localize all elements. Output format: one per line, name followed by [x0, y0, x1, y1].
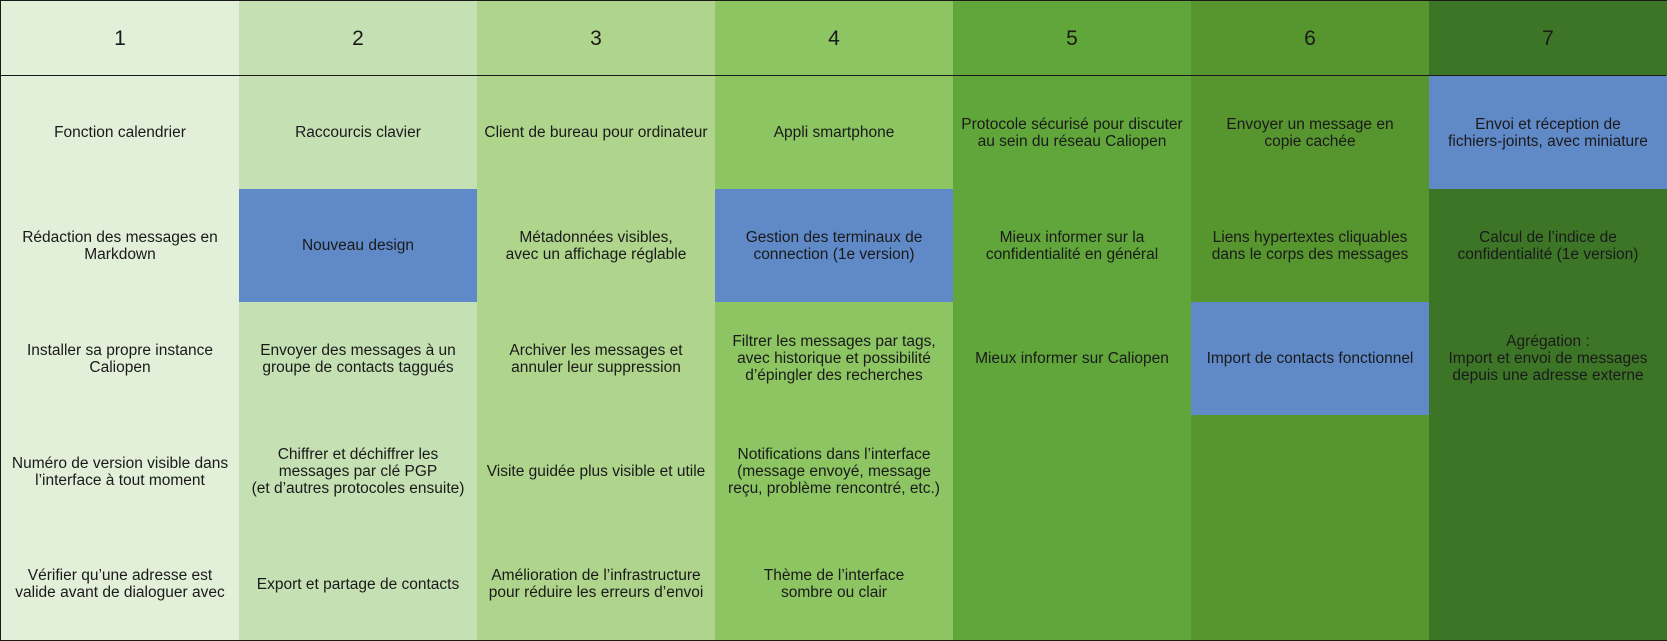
feature-cell: Amélioration de l’infrastructure pour ré…	[488, 567, 704, 601]
feature-cell: Envoyer un message en copie cachée	[1226, 115, 1394, 150]
feature-cell: Raccourcis clavier	[295, 124, 421, 141]
column-header: 5	[1066, 26, 1078, 50]
column-3: 3 Client de bureau pour ordinateur Métad…	[477, 1, 715, 640]
feature-cell: Numéro de version visible dans l’interfa…	[11, 454, 229, 489]
feature-cell: Thème de l’interface sombre ou clair	[763, 567, 905, 601]
feature-cell-highlighted: Envoi et réception de fichiers-joints, a…	[1429, 76, 1667, 189]
feature-cell: Calcul de l’indice de confidentialité (1…	[1457, 228, 1639, 263]
feature-cell: Installer sa propre instance Caliopen	[26, 341, 214, 376]
column-header: 3	[590, 26, 602, 50]
column-header: 7	[1542, 26, 1554, 50]
feature-cell-highlighted: Nouveau design	[239, 189, 477, 302]
feature-cell	[1429, 415, 1667, 528]
feature-cell: Rédaction des messages en Markdown	[22, 228, 218, 263]
column-header: 4	[828, 26, 840, 50]
column-5: 5 Protocole sécurisé pour discuter au se…	[953, 1, 1191, 640]
column-2: 2 Raccourcis clavier Nouveau design Envo…	[239, 1, 477, 640]
feature-cell	[953, 415, 1191, 528]
feature-cell: Liens hypertextes cliquables dans le cor…	[1211, 228, 1409, 263]
feature-cell: Mieux informer sur Caliopen	[975, 350, 1169, 367]
column-7: 7 Envoi et réception de fichiers-joints,…	[1429, 1, 1667, 640]
feature-cell: Vérifier qu’une adresse est valide avant…	[15, 567, 225, 601]
feature-cell: Client de bureau pour ordinateur	[484, 124, 708, 141]
feature-cell: Export et partage de contacts	[256, 575, 460, 593]
feature-cell: Filtrer les messages par tags, avec hist…	[732, 333, 936, 384]
feature-cell-highlighted: Import de contacts fonctionnel	[1191, 302, 1429, 415]
column-1: 1 Fonction calendrier Rédaction des mess…	[1, 1, 239, 640]
feature-cell: Protocole sécurisé pour discuter au sein…	[961, 115, 1183, 150]
feature-cell: Agrégation : Import et envoi de messages…	[1448, 333, 1648, 384]
feature-cell: Notifications dans l’interface (message …	[728, 446, 940, 497]
feature-cell: Appli smartphone	[773, 124, 895, 141]
column-header: 6	[1304, 26, 1316, 50]
feature-cell-highlighted: Gestion des terminaux de connection (1e …	[715, 189, 953, 302]
feature-cell: Chiffrer et déchiffrer les messages par …	[251, 446, 465, 497]
column-4: 4 Appli smartphone Gestion des terminaux…	[715, 1, 953, 640]
feature-cell: Visite guidée plus visible et utile	[486, 463, 706, 480]
column-6: 6 Envoyer un message en copie cachée Lie…	[1191, 1, 1429, 640]
feature-cell: Métadonnées visibles, avec un affichage …	[505, 228, 687, 263]
column-header: 2	[352, 26, 364, 50]
column-header: 1	[114, 26, 126, 50]
feature-cell: Archiver les messages et annuler leur su…	[509, 341, 683, 376]
feature-cell	[1191, 528, 1429, 640]
feature-cell	[1429, 528, 1667, 640]
feature-cell: Envoyer des messages à un groupe de cont…	[260, 341, 456, 376]
feature-cell: Fonction calendrier	[54, 124, 186, 141]
feature-cell	[1191, 415, 1429, 528]
feature-cell	[953, 528, 1191, 640]
feature-cell: Mieux informer sur la confidentialité en…	[985, 228, 1159, 263]
